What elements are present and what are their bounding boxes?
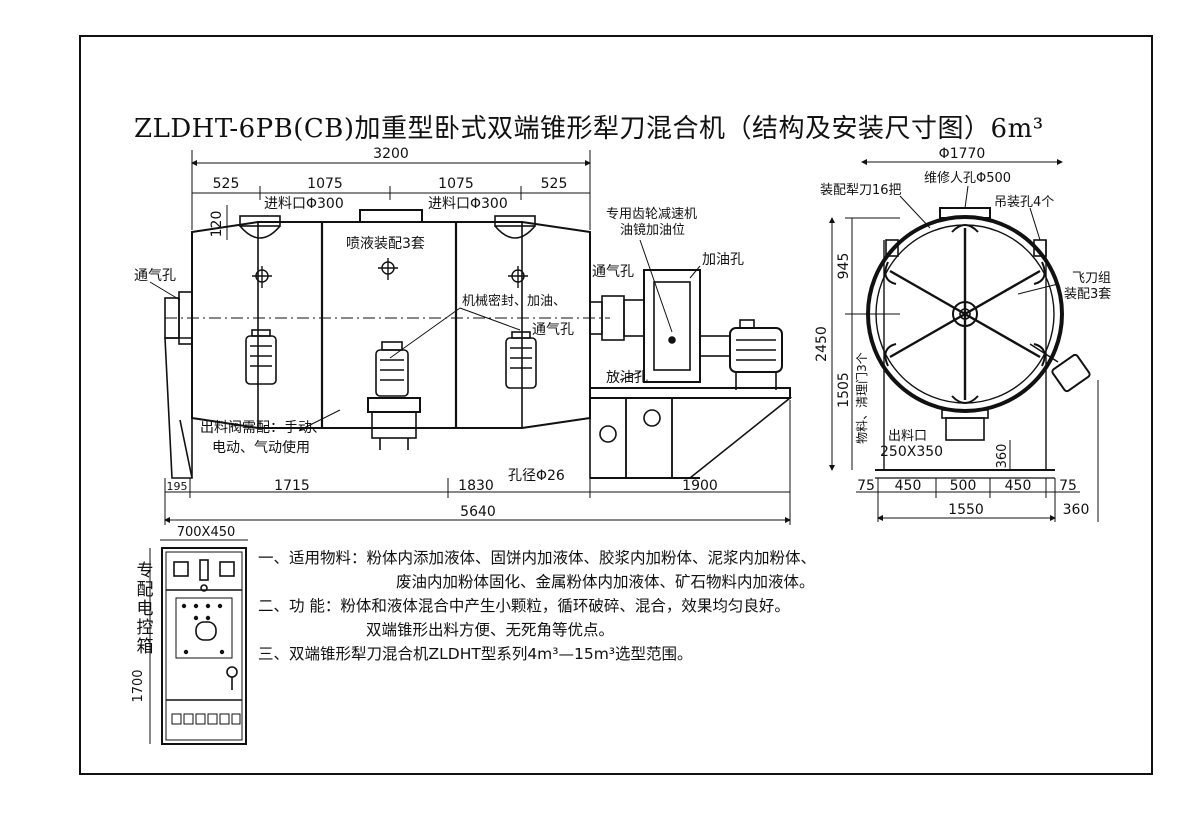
label-vent-right: 通气孔 xyxy=(532,322,574,338)
label-oil-drain: 放油孔 xyxy=(606,370,648,386)
label-spray: 喷液装配3套 xyxy=(346,236,425,252)
label-valve-2: 电动、气动使用 xyxy=(212,439,310,456)
label-outlet-2: 250X350 xyxy=(880,444,943,460)
label-plough: 装配犁刀16把 xyxy=(820,183,902,198)
cabinet-size: 700X450 xyxy=(177,525,236,540)
cabinet-labels: 700X450 1700 xyxy=(131,525,235,703)
dim-1505: 1505 xyxy=(836,372,852,408)
dim-360-h: 360 xyxy=(995,444,1010,469)
dim-500: 500 xyxy=(950,478,977,494)
label-gearbox-2: 油镜加油位 xyxy=(620,223,685,238)
dim-diameter: Φ1770 xyxy=(939,146,986,162)
label-hole: 孔径Φ26 xyxy=(508,468,565,484)
dim-1715: 1715 xyxy=(274,478,310,494)
dim-1075-left: 1075 xyxy=(307,176,343,192)
label-outlet-1: 出料口 xyxy=(888,429,927,444)
label-flycutter-1: 飞刀组 xyxy=(1072,271,1111,286)
drawing-title: ZLDHT-6PB(CB)加重型卧式双端锥形犁刀混合机（结构及安装尺寸图）6m³ xyxy=(134,114,1044,144)
dim-75-right: 75 xyxy=(1059,478,1077,494)
cabinet-height: 1700 xyxy=(131,669,146,702)
note-line-4: 双端锥形出料方便、无死角等优点。 xyxy=(366,621,615,639)
dim-1900: 1900 xyxy=(682,478,718,494)
label-vent-right-top: 通气孔 xyxy=(592,264,634,280)
label-flycutter-2: 装配3套 xyxy=(1064,286,1111,302)
dim-525-left: 525 xyxy=(213,176,240,192)
label-oil-fill: 加油孔 xyxy=(702,252,744,268)
dim-1830: 1830 xyxy=(458,478,494,494)
label-seal: 机械密封、加油、 xyxy=(462,293,566,309)
dim-195: 195 xyxy=(167,480,188,493)
note-line-3: 二、功 能：粉体和液体混合中产生小颗粒，循环破碎、混合，效果均匀良好。 xyxy=(258,597,790,615)
note-line-1: 一、适用物料：粉体内添加液体、固饼内加液体、胶浆内加粉体、泥浆内加粉体、 xyxy=(258,549,817,567)
label-lifting: 吊装孔4个 xyxy=(994,195,1054,210)
label-inlet-right: 进料口Φ300 xyxy=(428,196,508,212)
dim-1550: 1550 xyxy=(948,502,984,518)
front-view-labels: 3200 525 1075 1075 525 120 进料口Φ300 进料口Φ3… xyxy=(134,146,744,520)
label-cleanout: 物料、清理门3个 xyxy=(854,352,869,444)
dim-75-left: 75 xyxy=(857,478,875,494)
label-valve-1: 出料阀需配：手动、 xyxy=(200,420,326,436)
front-view xyxy=(149,150,793,525)
note-line-5: 三、双端锥形犁刀混合机ZLDHT型系列4m³—15m³选型范围。 xyxy=(258,645,693,663)
label-gearbox-1: 专用齿轮减速机 xyxy=(606,207,697,222)
note-line-2: 废油内加粉体固化、金属粉体内加液体、矿石物料内加液体。 xyxy=(396,573,815,591)
dim-120: 120 xyxy=(209,211,225,238)
cabinet-label: 专配电控箱 xyxy=(136,561,154,657)
side-view-labels: Φ1770 装配犁刀16把 维修人孔Φ500 吊装孔4个 飞刀组 装配3套 94… xyxy=(814,146,1111,518)
dim-overall-bottom: 5640 xyxy=(460,504,496,520)
dim-overall-top: 3200 xyxy=(373,146,409,162)
dim-945: 945 xyxy=(836,253,852,280)
drawing-frame xyxy=(79,35,1153,775)
label-vent-left: 通气孔 xyxy=(134,268,176,284)
dim-450-right: 450 xyxy=(1005,478,1032,494)
label-manhole: 维修人孔Φ500 xyxy=(924,171,1011,186)
dim-450-left: 450 xyxy=(895,478,922,494)
dim-360-b: 360 xyxy=(1063,502,1090,518)
label-inlet-left: 进料口Φ300 xyxy=(264,196,344,212)
side-view xyxy=(829,159,1099,522)
dim-2450: 2450 xyxy=(814,326,830,362)
dim-525-right: 525 xyxy=(541,176,568,192)
dim-1075-right: 1075 xyxy=(438,176,474,192)
control-cabinet xyxy=(149,539,248,745)
